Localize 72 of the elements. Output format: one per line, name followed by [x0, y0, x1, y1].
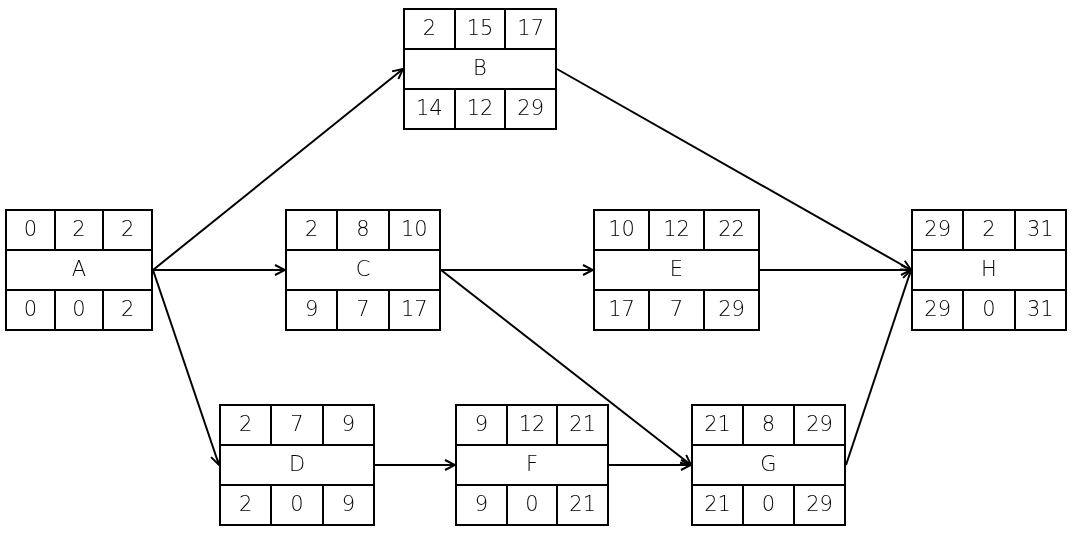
- arrow: [759, 264, 912, 276]
- time-value: 9: [341, 411, 355, 439]
- arrow: [152, 264, 286, 276]
- time-value: 2: [72, 216, 86, 244]
- time-value: 29: [517, 95, 545, 123]
- activity-node: [219, 404, 375, 526]
- time-value: 2: [121, 296, 135, 324]
- arrow: [374, 459, 456, 471]
- time-value: 17: [608, 296, 635, 324]
- time-value: 7: [290, 411, 304, 439]
- activity-name: B: [473, 55, 487, 83]
- time-value: 22: [718, 216, 745, 244]
- time-value: 0: [72, 296, 86, 324]
- time-value: 10: [608, 216, 635, 244]
- time-value: 12: [663, 216, 690, 244]
- time-value: 0: [525, 491, 539, 519]
- activity-node: [691, 404, 846, 526]
- activity-node: [593, 209, 760, 331]
- activity-name: H: [981, 256, 997, 284]
- time-value: 21: [704, 491, 731, 519]
- activity-name: E: [669, 256, 684, 284]
- time-value: 0: [761, 491, 776, 519]
- time-value: 9: [474, 411, 488, 439]
- time-value: 12: [518, 411, 546, 439]
- time-value: 29: [806, 411, 833, 439]
- time-value: 9: [304, 296, 319, 324]
- time-value: 2: [238, 411, 253, 439]
- activity-name: A: [71, 256, 87, 284]
- activity-name: F: [525, 451, 539, 479]
- arrow: [556, 68, 912, 271]
- time-value: 12: [466, 95, 494, 123]
- time-value: 7: [669, 296, 684, 324]
- activity-node: [5, 209, 153, 331]
- time-value: 2: [982, 216, 996, 244]
- time-value: 2: [121, 216, 135, 244]
- time-value: 7: [356, 296, 370, 324]
- time-value: 0: [23, 216, 37, 244]
- time-value: 10: [400, 216, 428, 244]
- time-value: 21: [569, 411, 597, 439]
- time-value: 8: [761, 411, 776, 439]
- activity-name: G: [760, 451, 777, 479]
- activity-name: C: [355, 256, 371, 284]
- time-value: 31: [1026, 296, 1054, 324]
- arrow: [440, 264, 594, 276]
- time-value: 9: [341, 491, 355, 519]
- time-value: 21: [704, 411, 731, 439]
- arrow: [440, 269, 692, 466]
- time-value: 0: [290, 491, 304, 519]
- time-value: 29: [924, 216, 952, 244]
- time-value: 2: [304, 216, 319, 244]
- activity-name: D: [288, 451, 306, 479]
- time-value: 21: [569, 491, 597, 519]
- time-value: 29: [718, 296, 745, 324]
- time-value: 17: [400, 296, 428, 324]
- time-value: 2: [238, 491, 253, 519]
- arrow: [608, 459, 692, 471]
- time-value: 31: [1026, 216, 1054, 244]
- time-value: 8: [356, 216, 370, 244]
- time-value: 29: [924, 296, 952, 324]
- arrow: [152, 68, 404, 271]
- time-value: 29: [806, 491, 833, 519]
- time-value: 15: [466, 15, 494, 43]
- activity-node: [455, 404, 609, 526]
- time-value: 2: [422, 15, 436, 43]
- time-value: 0: [23, 296, 37, 324]
- time-value: 17: [517, 15, 545, 43]
- activity-node: [403, 8, 557, 130]
- activity-node: [285, 209, 441, 331]
- time-value: 9: [474, 491, 488, 519]
- time-value: 14: [415, 95, 443, 123]
- activity-node: [911, 209, 1067, 331]
- time-value: 0: [982, 296, 996, 324]
